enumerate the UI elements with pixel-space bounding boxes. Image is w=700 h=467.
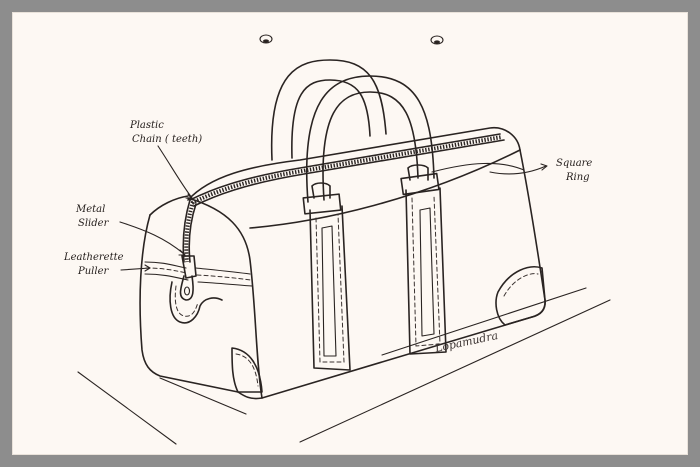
label-metal-slider-1: Metal xyxy=(75,204,105,215)
front-tab xyxy=(170,282,222,323)
label-plastic-chain-1: Plastic xyxy=(129,120,164,131)
zipper-slider-puller xyxy=(181,256,197,300)
corner-patches xyxy=(232,267,545,392)
back-handle xyxy=(272,60,386,160)
label-plastic-chain-2: Chain ( teeth) xyxy=(132,134,202,145)
label-square-ring-1: Square xyxy=(556,158,592,169)
label-leather-puller-2: Puller xyxy=(77,266,109,277)
label-metal-slider-2: Slider xyxy=(78,218,110,229)
artist-signature: Lopamudra xyxy=(433,329,499,355)
label-leather-puller-1: Leatherette xyxy=(63,252,124,263)
paper-holes xyxy=(260,35,443,44)
floor-lines xyxy=(78,288,610,444)
label-square-ring-2: Ring xyxy=(565,172,590,183)
